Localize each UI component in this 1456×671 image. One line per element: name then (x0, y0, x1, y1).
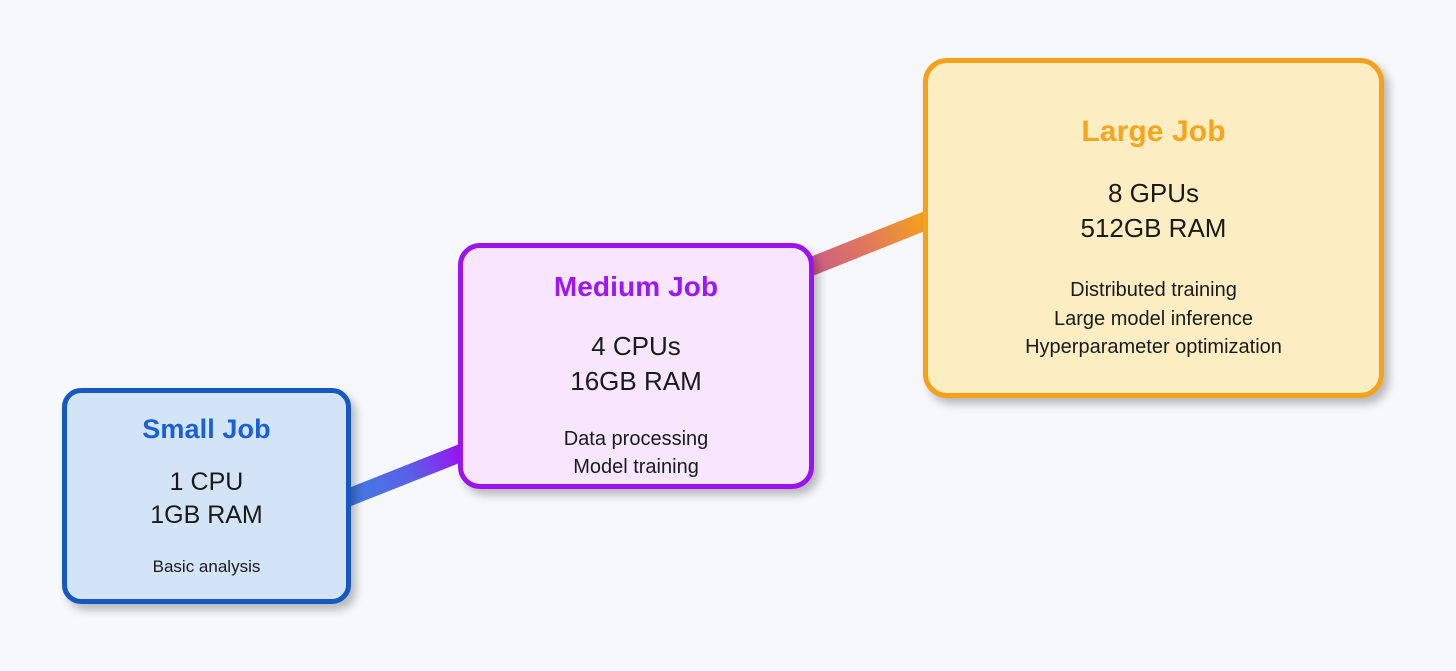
node-small-job[interactable]: Small Job 1 CPU 1GB RAM Basic analysis (62, 388, 351, 604)
node-medium-job-title: Medium Job (553, 271, 719, 302)
spec-line: 16GB RAM (570, 365, 702, 396)
node-large-job[interactable]: Large Job 8 GPUs 512GB RAM Distributed t… (923, 58, 1384, 398)
node-small-job-specs: 1 CPU 1GB RAM (150, 466, 263, 534)
node-medium-job[interactable]: Medium Job 4 CPUs 16GB RAM Data processi… (458, 243, 814, 489)
node-large-job-title: Large Job (1081, 115, 1226, 148)
node-large-job-specs: 8 GPUs 512GB RAM (1081, 176, 1227, 246)
spec-line: 512GB RAM (1080, 213, 1227, 244)
connector-medium-to-large (810, 211, 925, 277)
node-small-job-uses: Basic analysis (153, 555, 261, 579)
spec-line: 4 CPUs (591, 330, 681, 361)
node-medium-job-uses: Data processing Model training (564, 425, 709, 482)
spec-line: 1 CPU (169, 467, 244, 496)
connector-small-to-medium (346, 443, 462, 508)
node-small-job-title: Small Job (142, 414, 271, 444)
spec-line: 1GB RAM (150, 501, 263, 530)
use-line: Distributed training (1070, 279, 1237, 302)
node-large-job-uses: Distributed training Large model inferen… (1025, 276, 1282, 361)
use-line: Data processing (563, 427, 709, 450)
use-line: Large model inference (1053, 307, 1253, 330)
node-medium-job-specs: 4 CPUs 16GB RAM (570, 329, 702, 399)
spec-line: 8 GPUs (1107, 178, 1199, 208)
use-line: Model training (573, 456, 699, 479)
use-line: Basic analysis (152, 557, 261, 577)
use-line: Hyperparameter optimization (1025, 335, 1282, 358)
